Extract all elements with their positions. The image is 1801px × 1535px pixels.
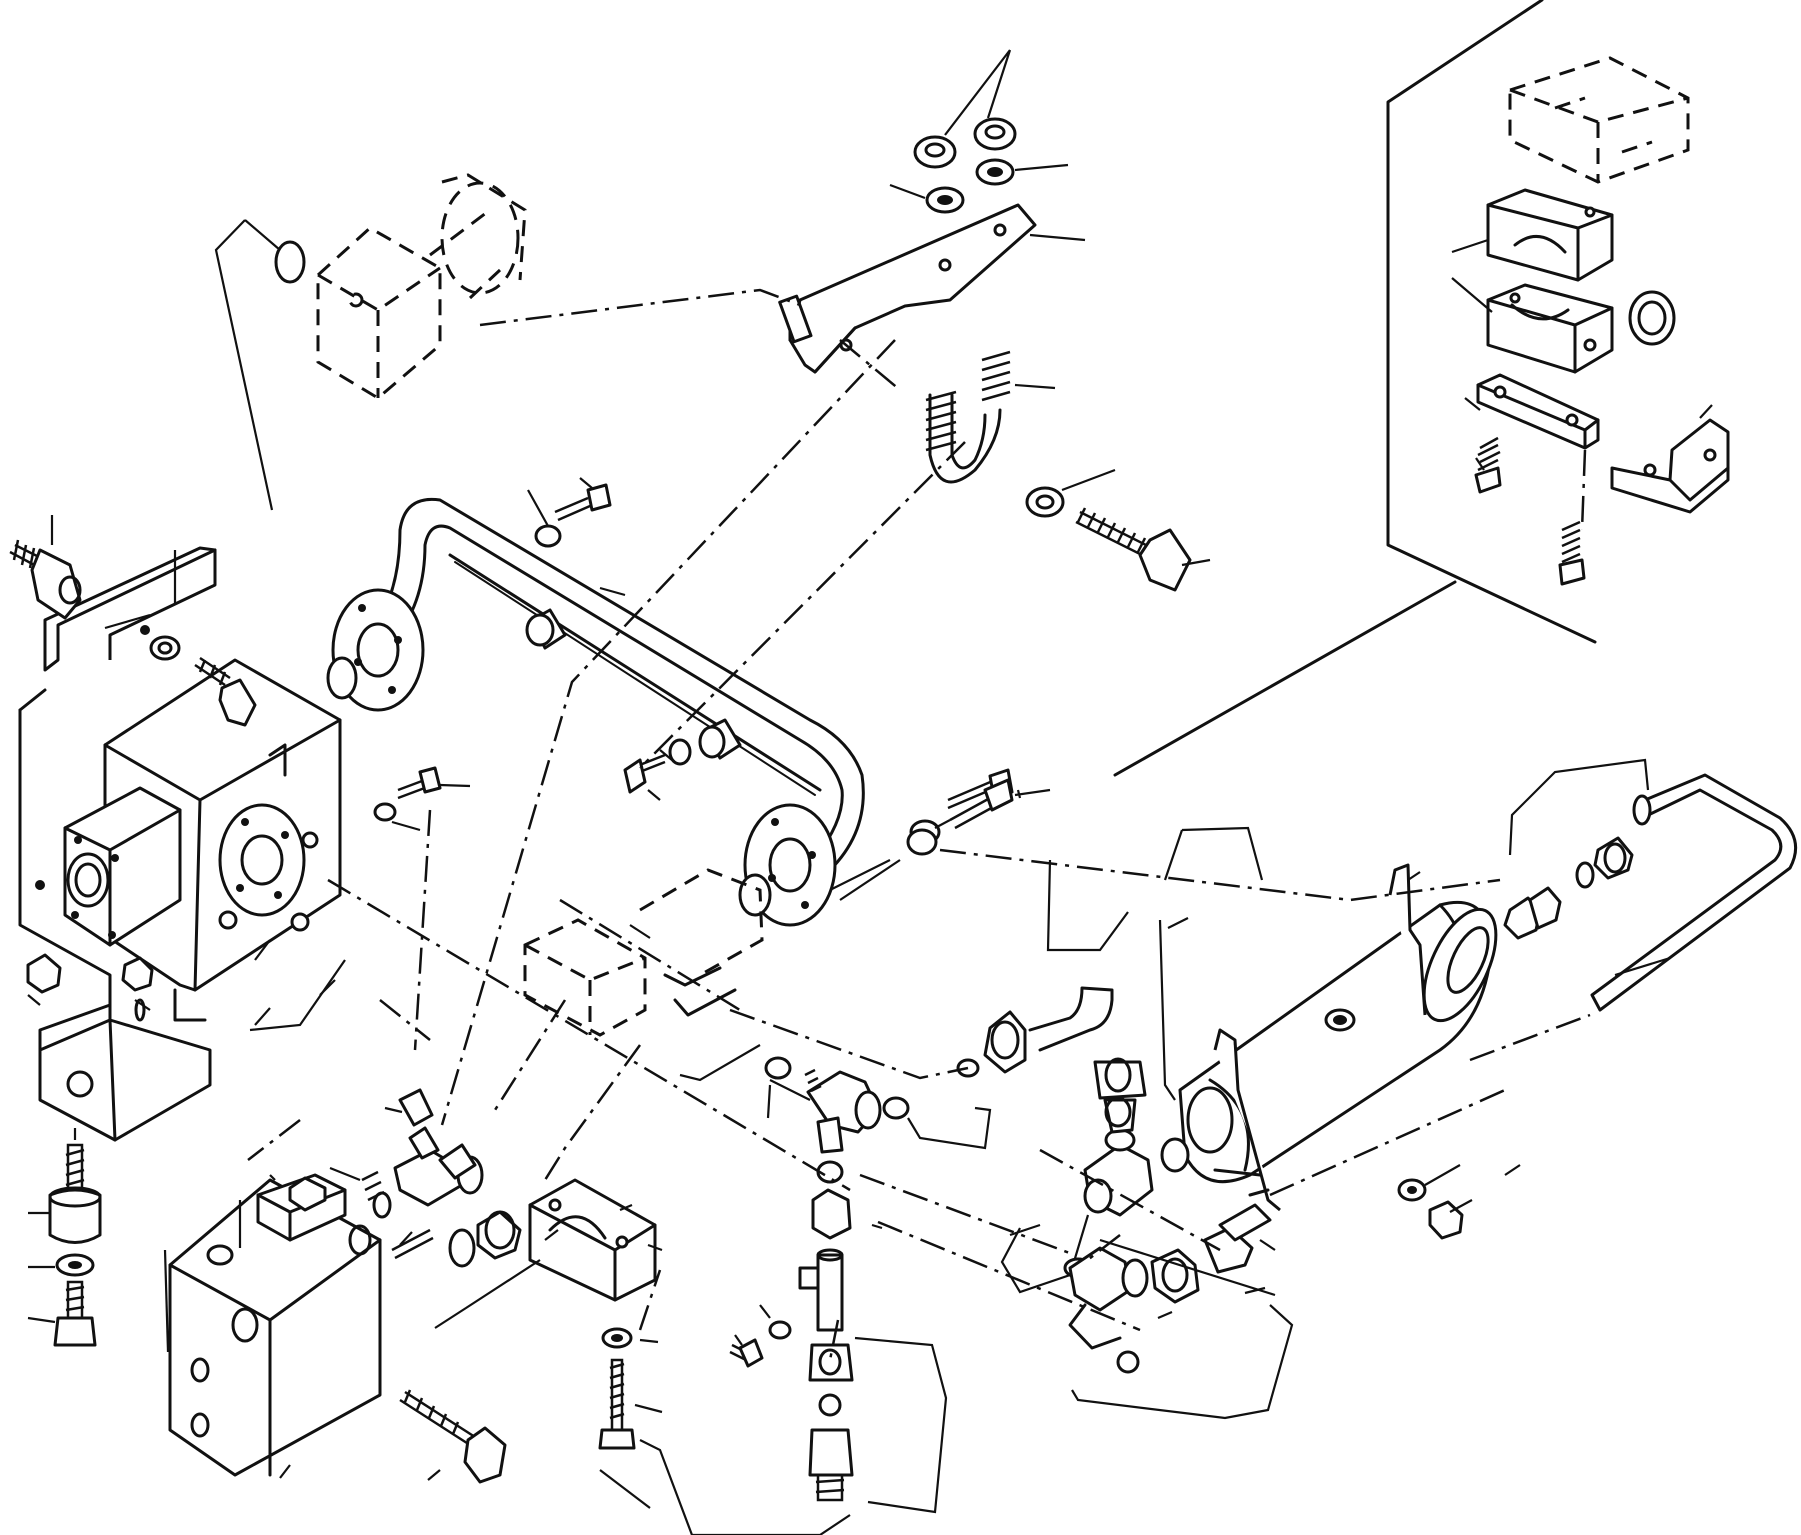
inset-base-plate [1476, 373, 1600, 450]
washer-bracket [149, 635, 181, 661]
screw-bracket-top-left [9, 515, 82, 620]
fitting-chain-right [1503, 758, 1650, 940]
lock-washer [1025, 468, 1116, 518]
inset-angle-bracket [1610, 418, 1730, 514]
clamp-bar [778, 203, 1086, 374]
washer-pair [889, 158, 1069, 214]
nut-washer-cylinder [1397, 1164, 1473, 1240]
hydraulic-cylinder [1178, 863, 1498, 1212]
long-bolt-right [1075, 507, 1211, 592]
tee-fitting [798, 1160, 948, 1514]
elbow-center [764, 1056, 992, 1154]
screw-d [373, 766, 471, 832]
bolt-mid-right [949, 778, 1051, 830]
dashed-valve [214, 173, 527, 511]
split-clamp [434, 1178, 663, 1329]
misc-leaders [163, 939, 1521, 1535]
bolt-lower-left [399, 1389, 507, 1484]
lock-washer-mid [906, 828, 938, 856]
inset-screw-left [1474, 436, 1502, 494]
mounting-bracket-left [18, 546, 217, 1142]
flanged-pipe [326, 497, 901, 927]
nut-pair [913, 49, 1017, 169]
o-ring-right [738, 873, 772, 917]
valve-block-bottom [168, 1173, 382, 1479]
fitting-assembly-bottom-right [1068, 1188, 1294, 1420]
ghost-coupling [523, 868, 811, 1101]
long-screw-bottom [598, 1327, 663, 1450]
spacer-stack-left [27, 1128, 102, 1347]
valve-block-top [63, 658, 342, 1022]
assembly-centerlines [247, 288, 1591, 1361]
o-ring-left [326, 656, 358, 700]
inset-clamp-upper [1486, 188, 1614, 282]
inset-clamp-lower [1486, 283, 1614, 374]
small-screw-center [729, 1304, 792, 1368]
elbow-fitting-right [1000, 1057, 1154, 1294]
inset-screw-bottom [1558, 520, 1586, 586]
inset-panel [1113, 0, 1730, 777]
tee-fitting-left [408, 1126, 477, 1180]
inset-dashed-block [1508, 56, 1690, 184]
return-pipe [1590, 773, 1798, 1012]
o-ring-cylinder [1158, 917, 1190, 1173]
u-bolt [925, 350, 1056, 484]
screw-a [527, 477, 612, 548]
nuts-bracket-bottom [26, 953, 154, 1011]
bolt-bracket [194, 656, 257, 727]
inset-washer [1628, 290, 1676, 346]
